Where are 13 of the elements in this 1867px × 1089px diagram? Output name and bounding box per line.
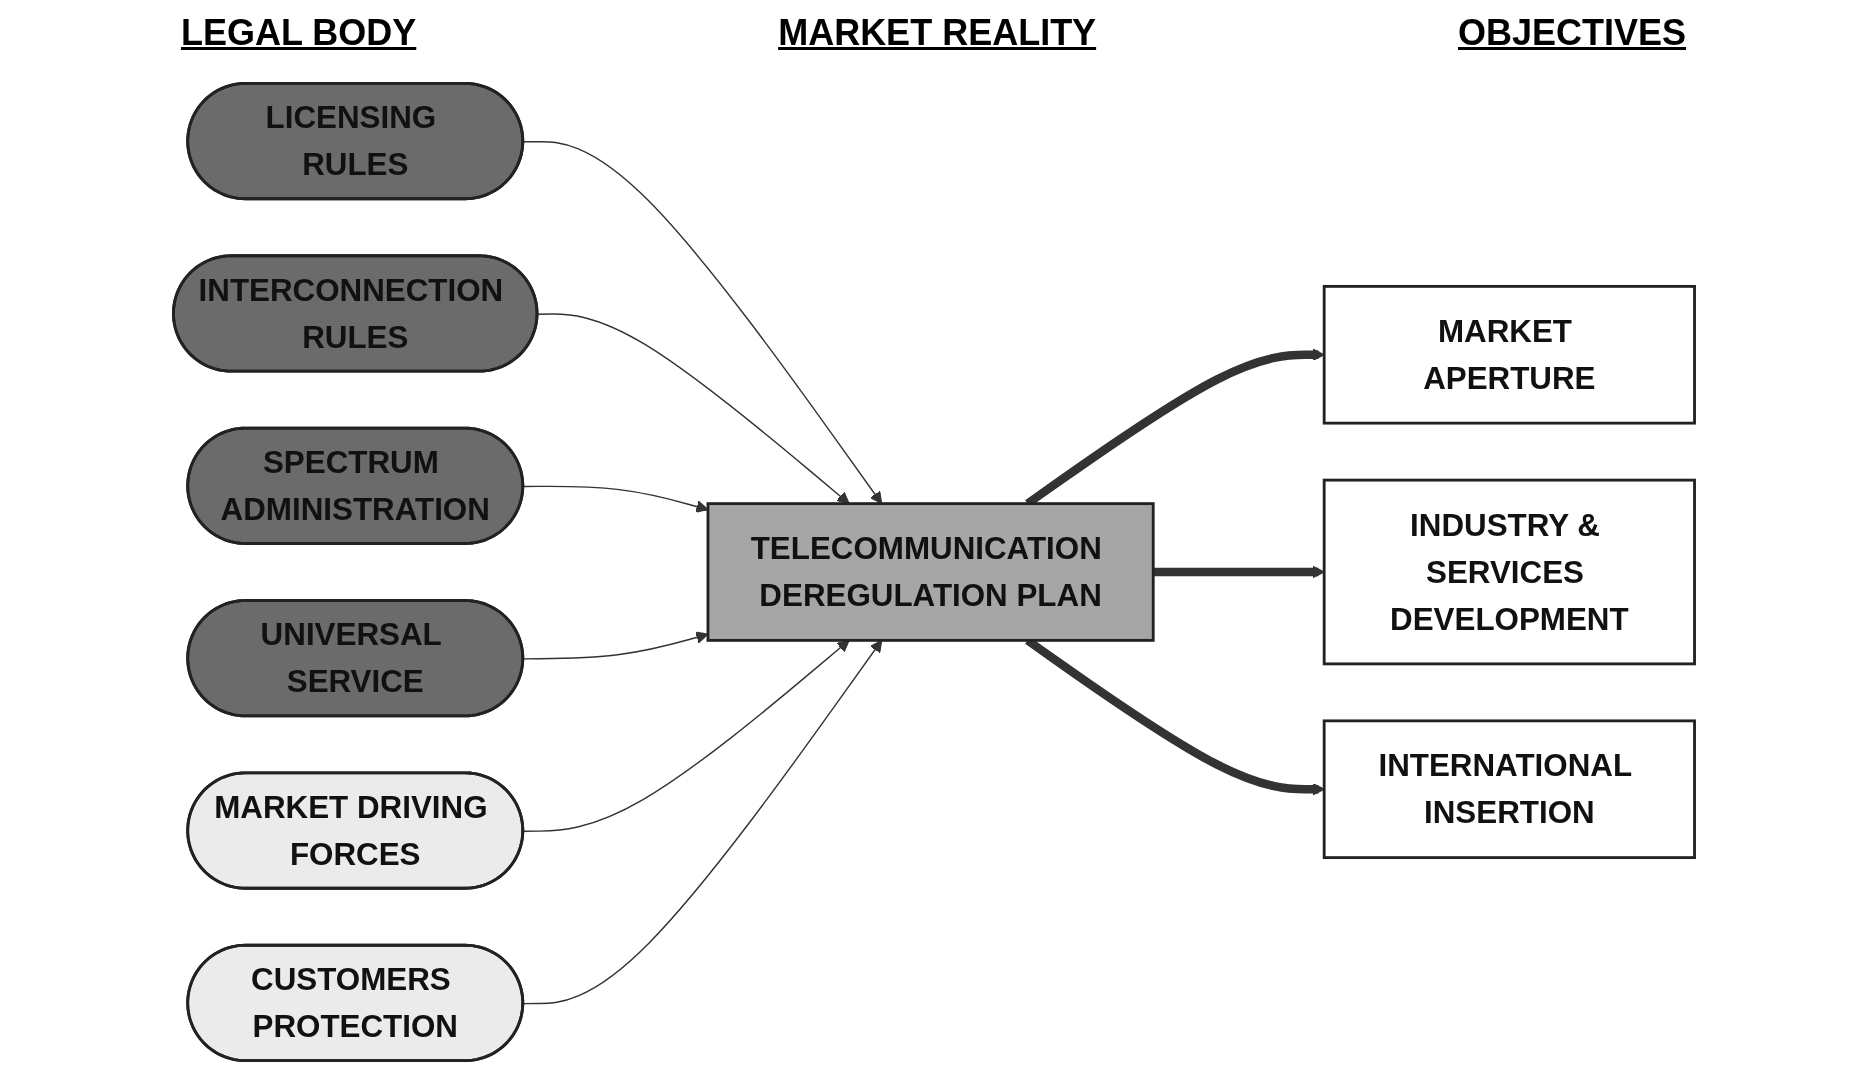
column-heading: OBJECTIVES (1458, 12, 1687, 54)
arrow (522, 140, 882, 504)
node-box: INDUSTRY & SERVICES DEVELOPMENT (1322, 478, 1696, 665)
column-heading: LEGAL BODY (180, 12, 417, 54)
column-heading: MARKET REALITY (778, 12, 1097, 54)
arrow (536, 312, 850, 504)
arrow (522, 639, 850, 832)
arrow (522, 630, 708, 660)
node-box: INTERNATIONAL INSERTION (1322, 718, 1696, 859)
node-box: TELECOMMUNICATION DEREGULATION PLAN (706, 501, 1155, 642)
node-box: MARKET APERTURE (1322, 284, 1696, 425)
arrow (522, 639, 882, 1004)
arrow (522, 485, 708, 513)
